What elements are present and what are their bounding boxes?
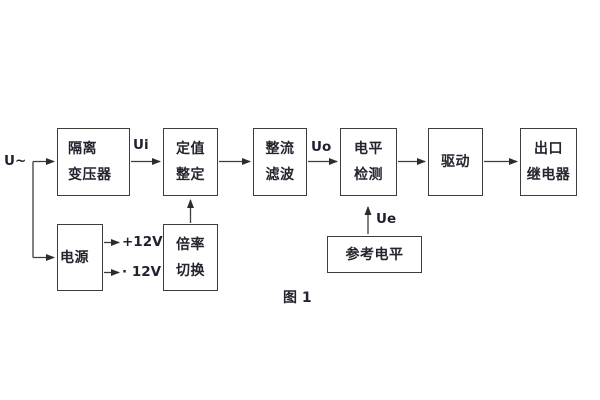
block-power-supply-label: 电源 [60, 249, 89, 266]
block-driver: 驱动 [428, 128, 483, 196]
block-isolation-transformer-line1: 隔离 [68, 141, 97, 157]
signal-label-plus12v: +12V [122, 234, 163, 250]
block-power-supply: 电源 [57, 224, 103, 291]
block-ratio-switch-line2: 切换 [176, 262, 205, 279]
block-output-relay-line1: 出口 [534, 141, 563, 157]
block-level-detect-line1: 电平 [354, 141, 383, 157]
block-setting-adjust: 定值 整定 [163, 128, 218, 196]
block-output-relay: 出口 继电器 [520, 128, 577, 196]
block-rectifier-filter-line2: 滤波 [265, 167, 295, 183]
block-driver-label: 驱动 [441, 154, 470, 170]
block-isolation-transformer-line2: 变压器 [68, 167, 112, 183]
signal-label-minus12v: · 12V [122, 264, 162, 280]
block-setting-adjust-line1: 定值 [176, 141, 205, 157]
block-level-detect-line2: 检测 [354, 167, 383, 183]
block-ratio-switch: 倍率 切换 [163, 224, 218, 291]
block-output-relay-line2: 继电器 [526, 167, 571, 183]
signal-label-input: U~ [4, 153, 27, 169]
block-ratio-switch-line1: 倍率 [176, 236, 205, 253]
signal-label-ui: Ui [133, 137, 149, 153]
block-level-detect: 电平 检测 [340, 128, 397, 196]
block-isolation-transformer: 隔离 变压器 [57, 128, 130, 196]
block-rectifier-filter-line1: 整流 [265, 141, 295, 157]
block-setting-adjust-line2: 整定 [176, 167, 205, 183]
block-reference-level-label: 参考电平 [345, 246, 404, 263]
figure-caption: 图 1 [283, 290, 312, 306]
signal-label-uo: Uo [311, 139, 332, 155]
block-rectifier-filter: 整流 滤波 [253, 128, 307, 196]
block-reference-level: 参考电平 [327, 236, 422, 273]
signal-label-ue: Ue [376, 211, 397, 227]
